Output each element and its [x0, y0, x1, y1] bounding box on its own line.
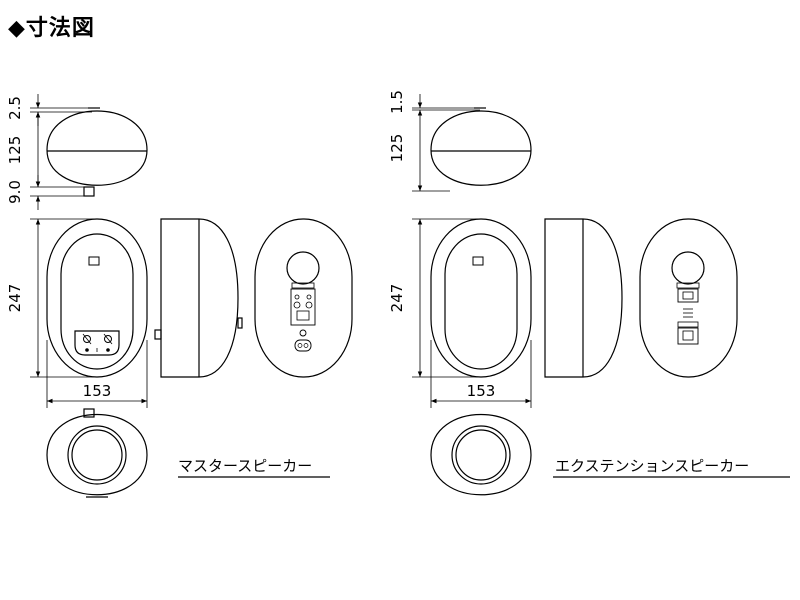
- master-top-gap-dim: 2.5: [6, 96, 24, 120]
- extension-width-dim: 153: [467, 382, 496, 400]
- master-front-view: [46, 218, 148, 378]
- master-bottom-view: [46, 408, 148, 498]
- master-top-dims: [30, 94, 92, 210]
- master-speaker-label: マスタースピーカー: [178, 457, 312, 475]
- master-bottom-gap-dim: 9.0: [6, 180, 24, 204]
- extension-front-dims: [412, 218, 532, 408]
- extension-back-view: [639, 218, 738, 378]
- master-top-view: [46, 107, 148, 197]
- extension-height-dim: 247: [388, 284, 406, 313]
- extension-speaker-label: エクステンションスピーカー: [555, 457, 749, 475]
- master-width-dim: 153: [83, 382, 112, 400]
- master-back-view: [254, 218, 353, 378]
- extension-top-view: [430, 107, 532, 186]
- extension-bottom-view: [430, 414, 532, 496]
- extension-top-gap-dim: 1.5: [388, 90, 406, 114]
- master-top-height-dim: 125: [6, 136, 24, 165]
- master-height-dim: 247: [6, 284, 24, 313]
- extension-top-dims: [412, 94, 480, 192]
- master-side-view: [154, 218, 243, 378]
- extension-front-view: [430, 218, 532, 378]
- extension-side-view: [544, 218, 623, 378]
- master-front-dims: [30, 218, 148, 408]
- extension-top-height-dim: 125: [388, 134, 406, 163]
- page-title: ◆寸法図: [8, 16, 95, 41]
